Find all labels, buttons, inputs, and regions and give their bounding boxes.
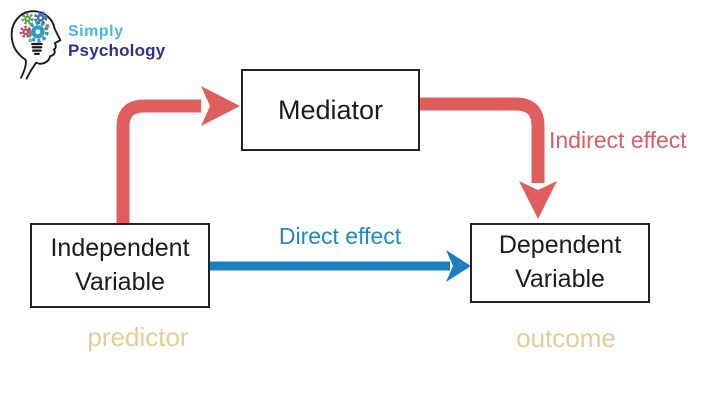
gear-dot-icon [28, 38, 33, 43]
independent-variable-line1: Independent [50, 233, 190, 262]
logo-text-psychology: Psychology [68, 41, 166, 60]
bulb-base-icon [31, 42, 43, 55]
dependent-variable-line2: Variable [515, 265, 605, 293]
gear-green-icon [21, 12, 34, 25]
indirect-arrow-iv-to-mediator [116, 99, 201, 224]
gear-dot-icon [45, 24, 50, 29]
indirect-arrowhead-down-icon [519, 181, 557, 219]
logo-wordmark: Simply Psychology [68, 23, 166, 60]
outcome-label: outcome [516, 323, 616, 353]
indirect-arrow-mediator-to-dv [420, 97, 545, 183]
mediator-box-label: Mediator [277, 94, 384, 125]
dependent-variable-line1: Dependent [498, 231, 622, 260]
gear-red-icon [19, 25, 32, 38]
simply-psychology-logo: Simply Psychology [6, 4, 216, 84]
head-gears-icon [10, 10, 62, 80]
logo-text-simply: Simply [68, 23, 124, 40]
indirect-effect-label: Indirect effect [549, 127, 687, 153]
indirect-arrowhead-right-icon [201, 86, 240, 126]
dependent-variable-box: Dependent Variable [470, 223, 650, 303]
independent-variable-box: Independent Variable [30, 223, 210, 308]
mediator-box: Mediator [241, 69, 420, 151]
direct-effect-label: Direct effect [278, 223, 402, 249]
predictor-label: predictor [87, 322, 189, 352]
gear-blue-icon [34, 11, 48, 25]
independent-variable-line2: Variable [75, 267, 165, 296]
direct-arrowhead-right-icon [446, 250, 471, 282]
